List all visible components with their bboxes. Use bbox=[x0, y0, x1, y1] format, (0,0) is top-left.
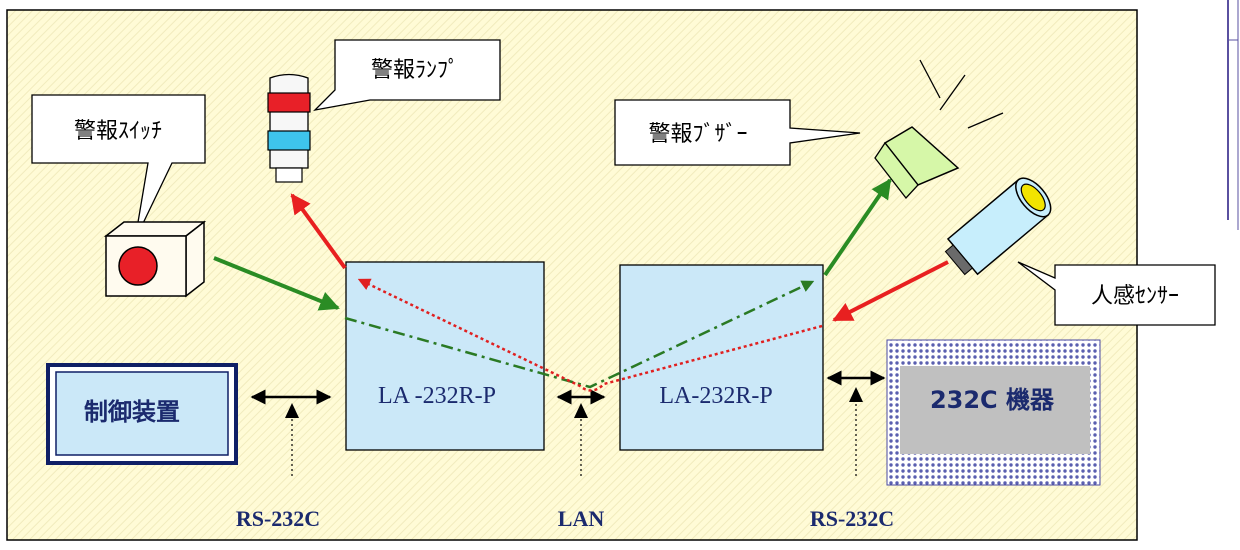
buzzer-output-arrow bbox=[823, 178, 892, 277]
alarm-buzzer-icon bbox=[874, 59, 1004, 200]
alarm-buzzer-label: 警報ﾌﾞｻﾞｰ bbox=[648, 122, 747, 147]
converter-right-label: LA-232R-P bbox=[659, 383, 772, 409]
rs232c-left-label: RS-232C bbox=[236, 506, 320, 531]
rs232c-right-pointer bbox=[849, 387, 863, 476]
switch-to-buzzer-path bbox=[344, 280, 815, 389]
converter-box-left bbox=[345, 261, 545, 451]
alarm-lamp-label: 警報ﾗﾝﾌﾟ bbox=[371, 58, 459, 83]
device-232c-box: 232C 機器 bbox=[886, 339, 1101, 486]
motion-sensor-icon bbox=[944, 177, 1052, 276]
alarm-switch-callout: 警報ｽｲｯﾁ bbox=[31, 94, 206, 241]
rs232c-left-pointer bbox=[285, 403, 299, 476]
motion-sensor-label: 人感ｾﾝｻｰ bbox=[1091, 284, 1179, 309]
alarm-buzzer-callout: 警報ﾌﾞｻﾞｰ bbox=[614, 99, 861, 166]
sensor-to-lamp-path bbox=[357, 278, 823, 392]
lan-pointer bbox=[574, 403, 588, 476]
controller-box: 制御装置 bbox=[46, 363, 238, 465]
motion-sensor-callout: 人感ｾﾝｻｰ bbox=[1017, 261, 1216, 326]
lamp-output-arrow bbox=[290, 193, 347, 270]
converter-left-label: LA -232R-P bbox=[378, 383, 496, 409]
alarm-switch-icon bbox=[103, 220, 207, 298]
lan-label: LAN bbox=[558, 506, 605, 531]
device-232c-label: 232C 機器 bbox=[930, 386, 1055, 414]
switch-input-arrow bbox=[213, 256, 340, 311]
alarm-lamp-icon bbox=[267, 73, 311, 183]
converter-box-right bbox=[619, 264, 824, 451]
alarm-switch-label: 警報ｽｲｯﾁ bbox=[74, 119, 162, 144]
rs232c-right-label: RS-232C bbox=[810, 506, 894, 531]
controller-label: 制御装置 bbox=[84, 398, 180, 426]
sensor-input-arrow bbox=[832, 260, 949, 322]
edge-fragment bbox=[1227, 0, 1239, 230]
alarm-lamp-callout: 警報ﾗﾝﾌﾟ bbox=[313, 39, 501, 112]
